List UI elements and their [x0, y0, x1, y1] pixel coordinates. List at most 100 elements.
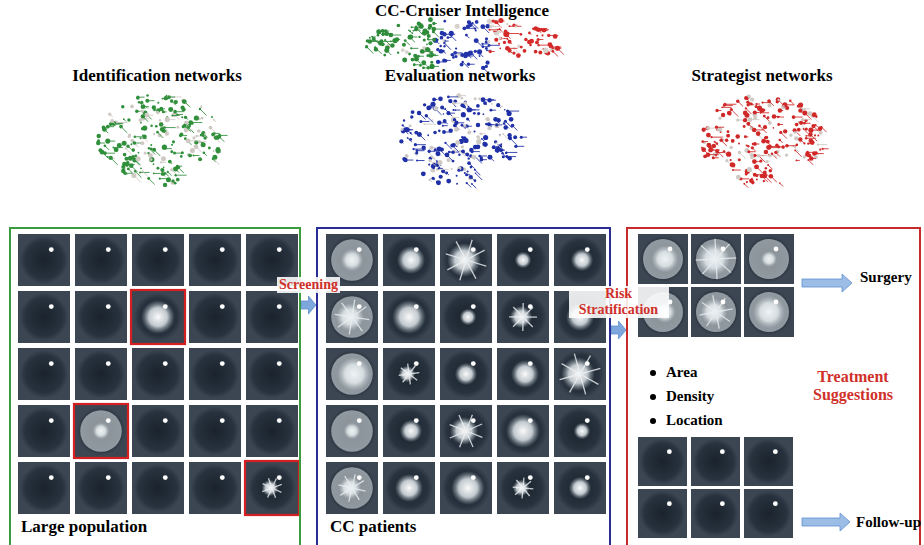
reflection [277, 304, 282, 309]
reflection [106, 475, 111, 480]
circuit-dot [461, 61, 463, 63]
photo-ground [132, 291, 184, 343]
circuit-dot [445, 153, 450, 158]
iris [134, 407, 183, 456]
circuit-line [165, 127, 176, 128]
circuit-dot [426, 43, 428, 45]
flow-arrow [611, 321, 626, 339]
circuit-dot [477, 49, 482, 54]
photo-ground [326, 291, 378, 343]
circuit-dot [483, 113, 485, 115]
circuit-dot [102, 127, 107, 132]
circuit-dot [485, 123, 488, 126]
circuit-dot [772, 114, 777, 119]
circuit-dot [415, 149, 418, 152]
cataract-spoke [523, 316, 537, 317]
circuit-dot [747, 167, 752, 172]
circuit-dot [513, 135, 517, 139]
circuit-line [143, 171, 148, 176]
circuit-dot [165, 117, 170, 122]
circuit-dot [138, 152, 140, 154]
circuit-dot [736, 99, 740, 103]
circuit-dot [487, 155, 492, 160]
circuit-line [759, 156, 765, 162]
circuit-dot [712, 156, 715, 159]
circuit-dot [738, 151, 741, 154]
photo-ground [326, 462, 378, 514]
brain-icon [399, 93, 527, 188]
circuit-dot [474, 130, 476, 132]
circuit-dot [499, 37, 501, 39]
circuit-dot [409, 138, 412, 141]
eye-photo [440, 405, 492, 457]
circuit-dot [436, 60, 440, 64]
circuit-dot [438, 49, 443, 54]
circuit-dot [429, 178, 432, 181]
circuit-dot [198, 157, 202, 161]
circuit-line [154, 173, 161, 174]
circuit-dot [423, 103, 426, 106]
circuit-dot [818, 126, 823, 131]
iris [248, 407, 297, 456]
circuit-dot [782, 102, 787, 107]
circuit-line [760, 112, 769, 113]
photo-ground [440, 234, 492, 286]
circuit-dot [505, 152, 507, 154]
circuit-dot [450, 35, 452, 37]
circuit-dot [179, 134, 182, 137]
circuit-dot [189, 154, 192, 157]
circuit-dot [504, 109, 506, 111]
circuit-dot [463, 26, 467, 30]
reflection [106, 361, 111, 366]
circuit-dot [766, 145, 771, 150]
eye-photo [383, 348, 435, 400]
circuit-dot [797, 128, 801, 132]
eye-photo [497, 291, 549, 343]
photo-ground [246, 405, 298, 457]
circuit-dot [159, 178, 161, 180]
circuit-dot [751, 146, 754, 149]
circuit-dot [781, 145, 785, 149]
circuit-dot [731, 139, 735, 143]
circuit-dot [408, 35, 413, 40]
panel-caption: CC patients [330, 517, 416, 537]
cataract-opacity [515, 252, 532, 269]
circuit-dot [211, 116, 213, 118]
circuit-line [796, 160, 799, 161]
circuit-dot [758, 125, 761, 128]
circuit-line [780, 183, 783, 186]
circuit-dot [195, 135, 198, 138]
suggestion-heading: Treatment Suggestions [803, 368, 903, 405]
circuit-line [408, 138, 412, 142]
outcome-label: Surgery [860, 269, 912, 286]
circuit-dot [438, 130, 441, 133]
circuit-dot [542, 29, 546, 33]
circuit-dot [170, 150, 173, 153]
cataract-spoke [466, 250, 485, 260]
circuit-dot [735, 134, 740, 139]
photo-ground [75, 291, 127, 343]
iris [20, 236, 69, 285]
cataract-opacity [397, 246, 425, 274]
circuit-dot [725, 159, 728, 162]
circuit-dot [738, 143, 740, 145]
stage-panel: SurgeryAreaDensityLocationTreatment Sugg… [626, 227, 921, 545]
circuit-dot [382, 32, 386, 36]
iris [746, 236, 793, 283]
circuit-line [746, 108, 752, 114]
circuit-dot [159, 122, 163, 126]
circuit-dot [536, 35, 538, 37]
reflection [471, 247, 476, 252]
reflection [163, 361, 168, 366]
circuit-line [172, 115, 179, 116]
circuit-dot [744, 96, 747, 99]
eye-photo [326, 462, 378, 514]
circuit-dot [729, 113, 731, 115]
circuit-dot [506, 34, 509, 37]
circuit-dot [156, 167, 159, 170]
circuit-dot [197, 129, 201, 133]
circuit-dot [746, 103, 749, 106]
circuit-dot [436, 180, 441, 185]
eye-photo [189, 462, 241, 514]
circuit-dot [743, 118, 747, 122]
